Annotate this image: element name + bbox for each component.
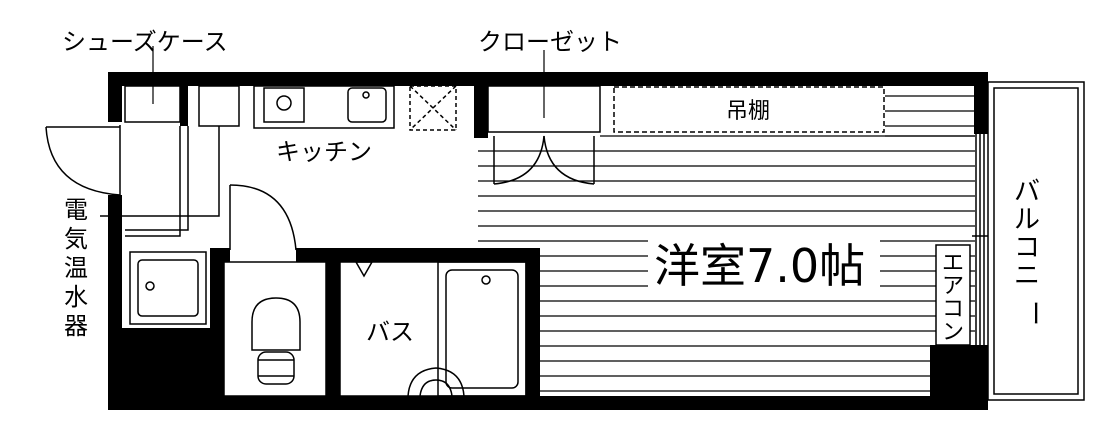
- flooring-stripes: [478, 95, 975, 392]
- svg-text:ル: ル: [1014, 205, 1040, 235]
- svg-text:エ: エ: [942, 251, 964, 276]
- label-hanging-shelf: 吊棚: [726, 99, 770, 124]
- svg-text:器: 器: [64, 312, 88, 340]
- svg-text:温: 温: [64, 254, 88, 282]
- svg-text:ー: ー: [1019, 300, 1049, 326]
- label-closet: クローゼット: [478, 28, 622, 56]
- svg-text:コ: コ: [1014, 233, 1040, 263]
- balcony: [987, 81, 1085, 401]
- svg-text:コ: コ: [942, 297, 964, 322]
- washing-machine-pan: [129, 251, 207, 325]
- label-water-heater: 電 気 温 水 器: [64, 196, 88, 340]
- svg-text:水: 水: [64, 283, 88, 311]
- entrance-door: [45, 125, 121, 196]
- label-western-room: 洋室7.0帖: [654, 239, 865, 293]
- svg-text:電: 電: [64, 196, 88, 224]
- closet: [487, 50, 601, 185]
- svg-text:気: 気: [64, 225, 88, 253]
- label-shoe-case: シューズケース: [62, 28, 228, 56]
- svg-text:ン: ン: [942, 320, 964, 345]
- room-label-bg: [648, 234, 880, 290]
- walls: [108, 72, 988, 410]
- window: [972, 134, 988, 348]
- label-balcony: バ ル コ ニ ー: [1014, 177, 1049, 326]
- label-kitchen: キッチン: [276, 138, 372, 166]
- air-conditioner: [935, 244, 971, 346]
- hanging-shelf: [613, 86, 885, 133]
- kitchen-counter: [253, 85, 457, 131]
- svg-text:ニ: ニ: [1014, 261, 1040, 291]
- label-aircon: エ ア コ ン: [942, 251, 964, 345]
- label-bath: バス: [366, 318, 414, 346]
- svg-text:ア: ア: [942, 274, 964, 299]
- svg-text:バ: バ: [1014, 177, 1040, 207]
- water-heater: [100, 85, 240, 237]
- toilet: [223, 261, 327, 397]
- bathroom: [339, 261, 527, 397]
- toilet-door: [229, 184, 297, 251]
